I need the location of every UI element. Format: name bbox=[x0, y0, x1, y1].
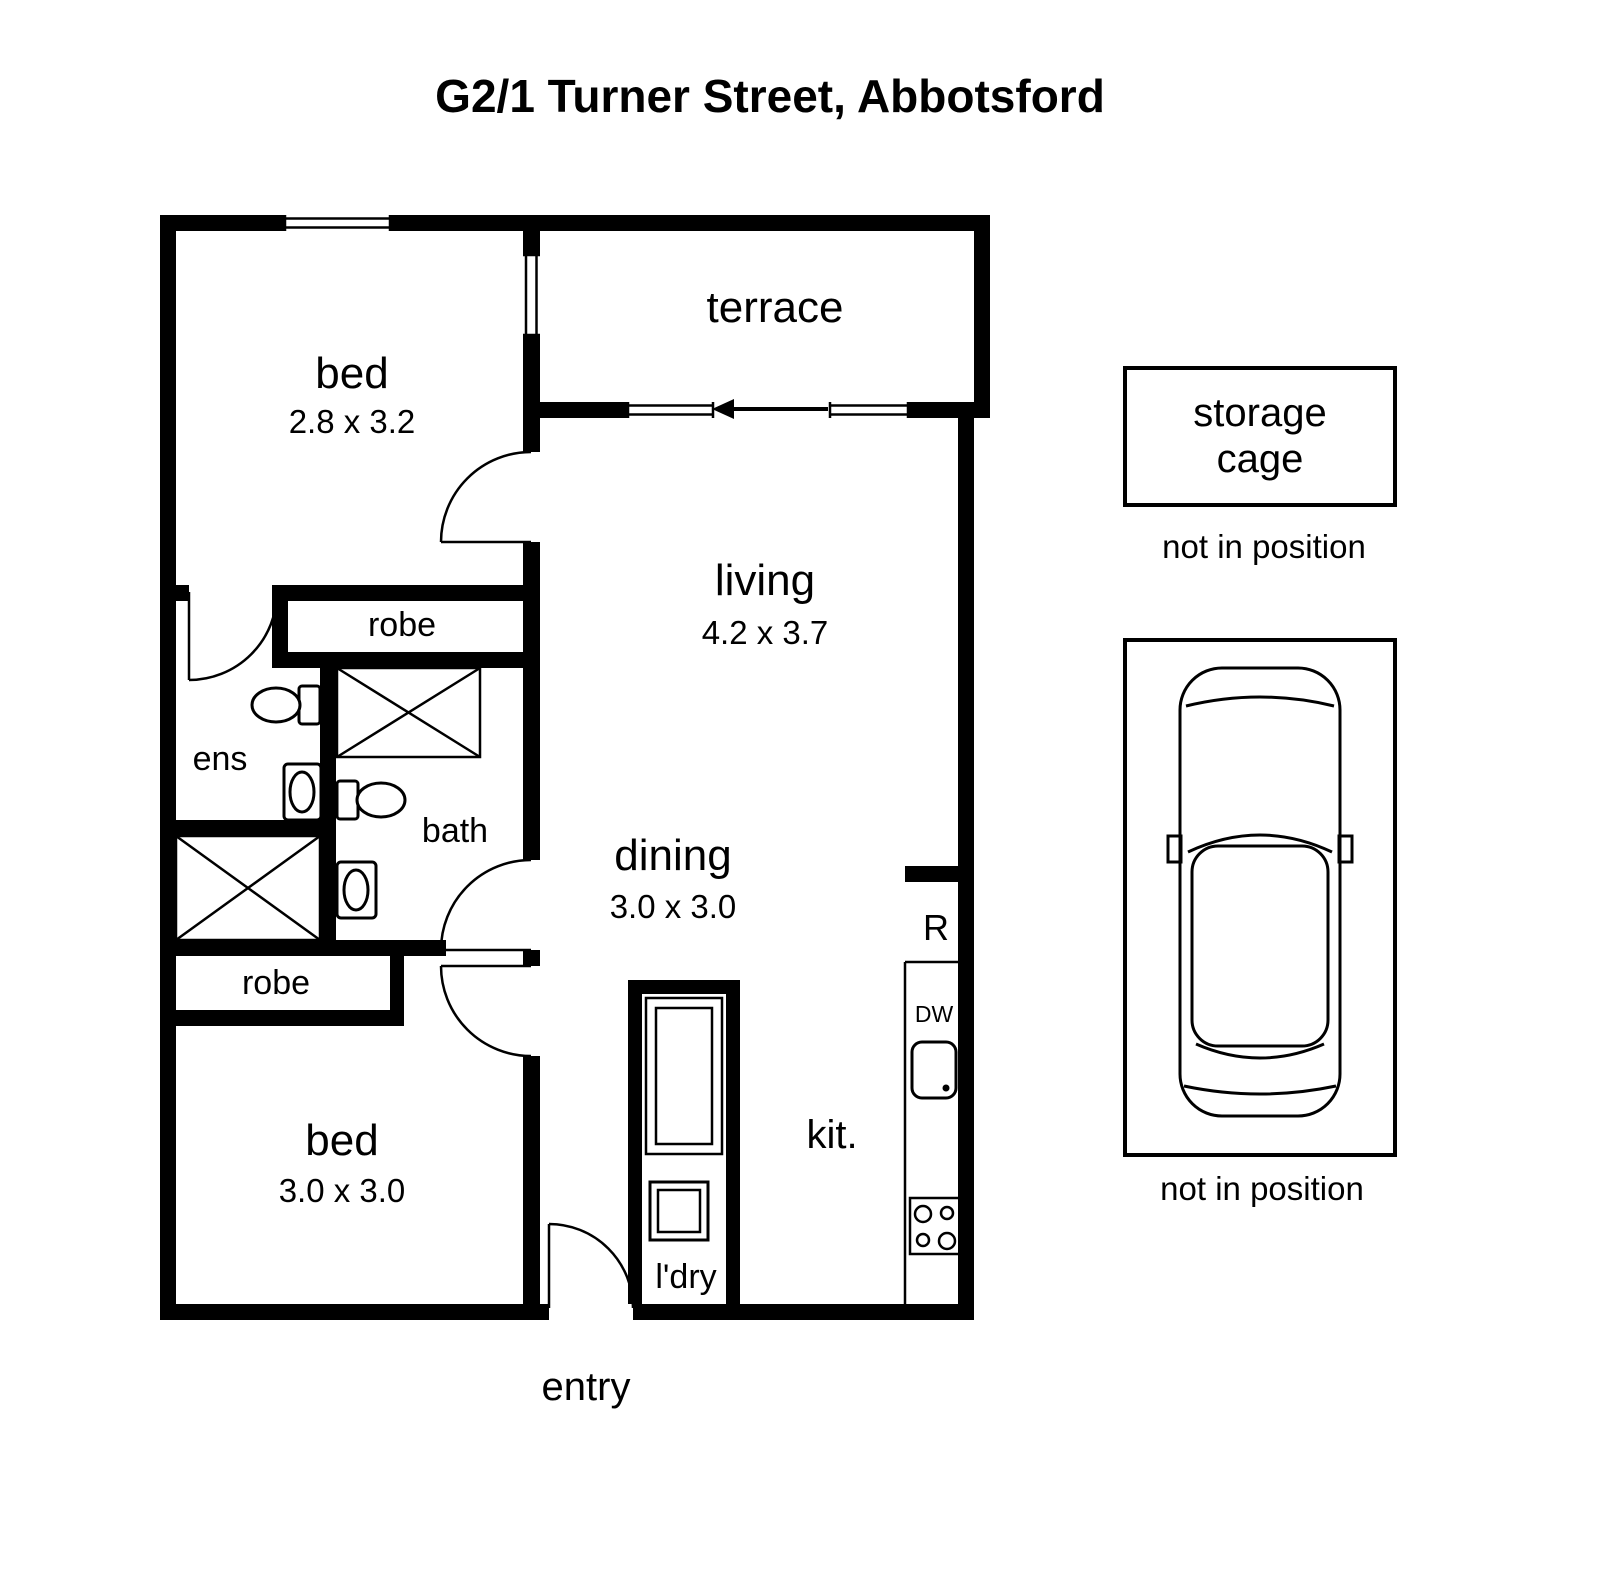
car-space-box bbox=[1123, 638, 1397, 1157]
storage-cage-label-line2: cage bbox=[1217, 437, 1304, 481]
shower-icon bbox=[335, 666, 482, 759]
stove-icon bbox=[908, 1196, 962, 1256]
car-space-note: not in position bbox=[1160, 1170, 1364, 1207]
window-icon bbox=[283, 215, 392, 231]
bath-toilet-icon bbox=[335, 779, 407, 821]
storage-cage-label-line1: storage bbox=[1193, 391, 1326, 435]
label-robe1: robe bbox=[368, 606, 436, 644]
door-entry-icon bbox=[547, 1222, 635, 1309]
wall-structure bbox=[160, 215, 990, 1320]
label-kitchen: kit. bbox=[806, 1113, 857, 1157]
window-icon bbox=[626, 402, 715, 418]
storage-cage-box bbox=[1123, 366, 1397, 507]
label-dishwasher: DW bbox=[915, 1001, 954, 1027]
label-bath: bath bbox=[422, 812, 488, 850]
dishwasher-icon bbox=[910, 1040, 958, 1100]
window-icon bbox=[828, 402, 910, 418]
label-laundry: l'dry bbox=[655, 1258, 716, 1296]
apartment-walls bbox=[160, 215, 990, 1320]
car-icon bbox=[1166, 666, 1354, 1118]
sliding-door-arrow-icon bbox=[712, 399, 828, 419]
door-bed2-icon bbox=[439, 964, 532, 1058]
kitchen-counter bbox=[903, 960, 958, 1304]
label-living-dims: 4.2 x 3.7 bbox=[702, 614, 829, 651]
doors bbox=[187, 450, 635, 1309]
label-entry: entry bbox=[542, 1365, 631, 1409]
door-ensuite-icon bbox=[187, 591, 279, 682]
door-bed1-icon bbox=[439, 450, 532, 544]
label-living: living bbox=[715, 556, 815, 605]
bath-sink-icon bbox=[335, 860, 378, 920]
car-space: not in position bbox=[1123, 638, 1397, 1207]
label-bed1-dims: 2.8 x 3.2 bbox=[289, 403, 416, 440]
storage-cage: storage cage not in position bbox=[1123, 366, 1397, 565]
label-ensuite: ens bbox=[193, 740, 248, 778]
storage-cage-note: not in position bbox=[1162, 528, 1366, 565]
label-robe2: robe bbox=[242, 964, 310, 1002]
laundry-cupboard-icon bbox=[644, 996, 724, 1156]
windows bbox=[283, 215, 910, 418]
label-fridge: R bbox=[923, 907, 949, 948]
door-bath-icon bbox=[439, 858, 532, 952]
window-icon bbox=[523, 253, 540, 337]
label-dining-dims: 3.0 x 3.0 bbox=[610, 888, 737, 925]
shower-icon bbox=[174, 834, 322, 942]
ensuite-sink-icon bbox=[282, 762, 323, 822]
label-bed2-dims: 3.0 x 3.0 bbox=[279, 1172, 406, 1209]
label-bed2: bed bbox=[305, 1116, 378, 1165]
label-terrace: terrace bbox=[707, 283, 844, 332]
page-title: G2/1 Turner Street, Abbotsford bbox=[435, 70, 1105, 122]
label-dining: dining bbox=[614, 831, 731, 880]
washer-icon bbox=[648, 1180, 710, 1242]
ensuite-toilet-icon bbox=[250, 684, 322, 726]
label-bed1: bed bbox=[315, 349, 388, 398]
